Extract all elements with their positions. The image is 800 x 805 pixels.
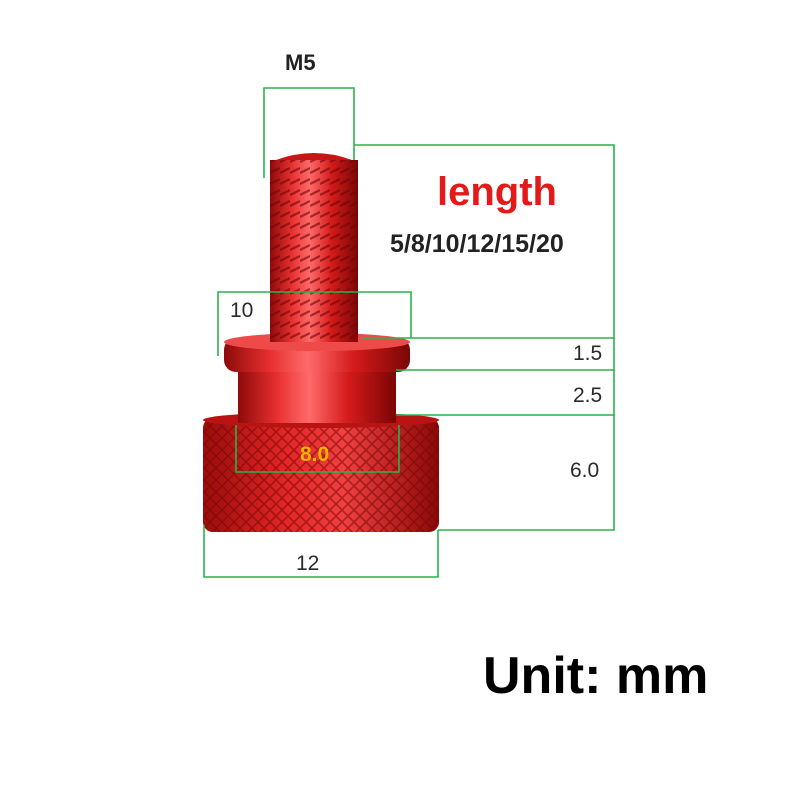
shoulder-diameter-label: 10 <box>230 299 254 322</box>
shoulder-height-label: 1.5 <box>573 342 603 365</box>
length-options: 5/8/10/12/15/20 <box>390 230 564 258</box>
head-diameter-label: 12 <box>296 552 320 575</box>
length-title: length <box>437 170 557 214</box>
knurled-head <box>203 412 439 532</box>
unit-label: Unit: mm <box>483 647 709 705</box>
threaded-shaft <box>270 153 358 342</box>
thread-size-label: M5 <box>285 50 316 75</box>
head-inner-diameter-label: 8.0 <box>300 443 330 466</box>
head-height-label: 6.0 <box>570 459 600 482</box>
screw-neck <box>238 365 396 423</box>
neck-height-label: 2.5 <box>573 384 603 407</box>
dimension-lines <box>203 87 615 578</box>
